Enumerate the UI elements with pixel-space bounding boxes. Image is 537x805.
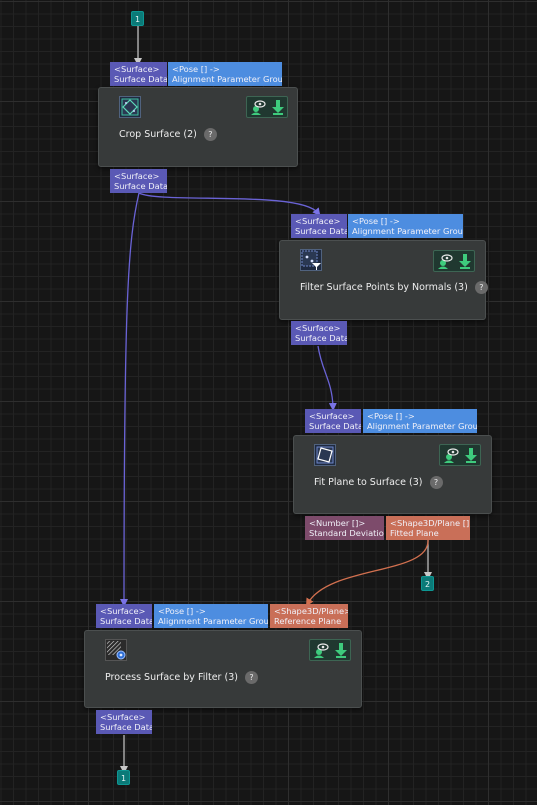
port-type: <Number []> bbox=[309, 518, 366, 528]
wire-crop-to-filter bbox=[138, 192, 321, 217]
eye-person-icon[interactable] bbox=[313, 642, 329, 658]
output-terminal[interactable]: 1 bbox=[117, 770, 130, 785]
fit-output-std-deviation-port[interactable]: <Number []> Standard Deviation bbox=[305, 516, 384, 540]
fit-node-title-row: Fit Plane to Surface (3) ? bbox=[314, 476, 443, 489]
fit-input-pose-port[interactable]: <Pose [] -> Alignment Parameter Group bbox=[363, 409, 477, 433]
node-title: Crop Surface (2) bbox=[119, 129, 197, 140]
fitted-plane-terminal[interactable]: 2 bbox=[421, 576, 434, 591]
node-title: Process Surface by Filter (3) bbox=[105, 672, 238, 683]
port-name: Alignment Parameter Group bbox=[172, 74, 282, 84]
port-type: <Surface> bbox=[100, 606, 146, 616]
input-terminal[interactable]: 1 bbox=[131, 11, 144, 26]
filter-node-title-row: Filter Surface Points by Normals (3) ? bbox=[300, 281, 488, 294]
process-input-pose-port[interactable]: <Pose [] -> Alignment Parameter Group bbox=[154, 604, 268, 628]
process-input-surface-port[interactable]: <Surface> Surface Data bbox=[96, 604, 152, 628]
process-filter-icon bbox=[105, 639, 127, 661]
port-name: Alignment Parameter Group bbox=[367, 421, 477, 431]
download-arrow-icon[interactable] bbox=[335, 642, 347, 658]
crop-node-title-row: Crop Surface (2) ? bbox=[119, 128, 217, 141]
filter-normals-icon bbox=[300, 249, 322, 271]
port-type: <Surface> bbox=[114, 171, 160, 181]
crop-surface-node[interactable]: Crop Surface (2) ? bbox=[98, 87, 298, 167]
wire-fit-to-process bbox=[305, 539, 429, 607]
port-name: Surface Data bbox=[100, 722, 152, 732]
help-icon[interactable]: ? bbox=[244, 671, 258, 684]
port-name: Standard Deviation bbox=[309, 528, 384, 538]
eye-person-icon[interactable] bbox=[250, 99, 266, 115]
port-type: <Pose [] -> bbox=[172, 64, 220, 74]
process-filter-node[interactable]: Process Surface by Filter (3) ? bbox=[84, 630, 362, 708]
eye-person-icon[interactable] bbox=[437, 253, 453, 269]
fit-node-tools bbox=[439, 444, 481, 466]
node-title: Filter Surface Points by Normals (3) bbox=[300, 282, 468, 293]
crop-node-tools bbox=[246, 96, 288, 118]
port-type: <Surface> bbox=[309, 411, 355, 421]
crop-surface-icon bbox=[119, 96, 141, 118]
port-name: Surface Data bbox=[100, 616, 152, 626]
port-type: <Surface> bbox=[295, 216, 341, 226]
port-type: <Pose [] -> bbox=[158, 606, 206, 616]
help-icon[interactable]: ? bbox=[474, 281, 488, 294]
crop-input-surface-port[interactable]: <Surface> Surface Data bbox=[110, 62, 167, 86]
port-name: Surface Data bbox=[309, 421, 361, 431]
fit-plane-icon bbox=[314, 444, 336, 466]
process-output-surface-port[interactable]: <Surface> Surface Data bbox=[96, 710, 152, 734]
download-arrow-icon[interactable] bbox=[459, 253, 471, 269]
node-title: Fit Plane to Surface (3) bbox=[314, 477, 423, 488]
fit-input-surface-port[interactable]: <Surface> Surface Data bbox=[305, 409, 361, 433]
download-arrow-icon[interactable] bbox=[272, 99, 284, 115]
wire-crop-to-process bbox=[120, 192, 140, 607]
download-arrow-icon[interactable] bbox=[465, 447, 477, 463]
fit-plane-node[interactable]: Fit Plane to Surface (3) ? bbox=[293, 435, 492, 514]
port-name: Surface Data bbox=[114, 181, 167, 191]
filter-input-pose-port[interactable]: <Pose [] -> Alignment Parameter Group bbox=[348, 214, 463, 238]
port-type: <Surface> bbox=[295, 323, 341, 333]
port-name: Fitted Plane bbox=[390, 528, 439, 538]
filter-node-tools bbox=[433, 250, 475, 272]
port-name: Surface Data bbox=[114, 74, 167, 84]
fit-output-fitted-plane-port[interactable]: <Shape3D/Plane []> Fitted Plane bbox=[386, 516, 470, 540]
port-name: Alignment Parameter Group bbox=[158, 616, 268, 626]
wire-filter-to-fit bbox=[317, 345, 337, 411]
port-type: <Pose [] -> bbox=[367, 411, 415, 421]
port-type: <Pose [] -> bbox=[352, 216, 400, 226]
crop-input-pose-port[interactable]: <Pose [] -> Alignment Parameter Group bbox=[168, 62, 282, 86]
port-name: Surface Data bbox=[295, 226, 347, 236]
help-icon[interactable]: ? bbox=[203, 128, 217, 141]
port-type: <Shape3D/Plane> bbox=[274, 606, 348, 616]
port-name: Surface Data bbox=[295, 333, 347, 343]
process-node-title-row: Process Surface by Filter (3) ? bbox=[105, 671, 258, 684]
help-icon[interactable]: ? bbox=[429, 476, 443, 489]
port-type: <Surface> bbox=[100, 712, 146, 722]
crop-output-surface-port[interactable]: <Surface> Surface Data bbox=[110, 169, 167, 193]
filter-output-surface-port[interactable]: <Surface> Surface Data bbox=[291, 321, 347, 345]
port-type: <Shape3D/Plane []> bbox=[390, 518, 470, 528]
process-input-reference-plane-port[interactable]: <Shape3D/Plane> Reference Plane bbox=[270, 604, 348, 628]
eye-person-icon[interactable] bbox=[443, 447, 459, 463]
port-name: Alignment Parameter Group bbox=[352, 226, 463, 236]
port-name: Reference Plane bbox=[274, 616, 342, 626]
filter-normals-node[interactable]: Filter Surface Points by Normals (3) ? bbox=[279, 240, 488, 320]
process-node-tools bbox=[309, 639, 351, 661]
filter-input-surface-port[interactable]: <Surface> Surface Data bbox=[291, 214, 347, 238]
port-type: <Surface> bbox=[114, 64, 160, 74]
